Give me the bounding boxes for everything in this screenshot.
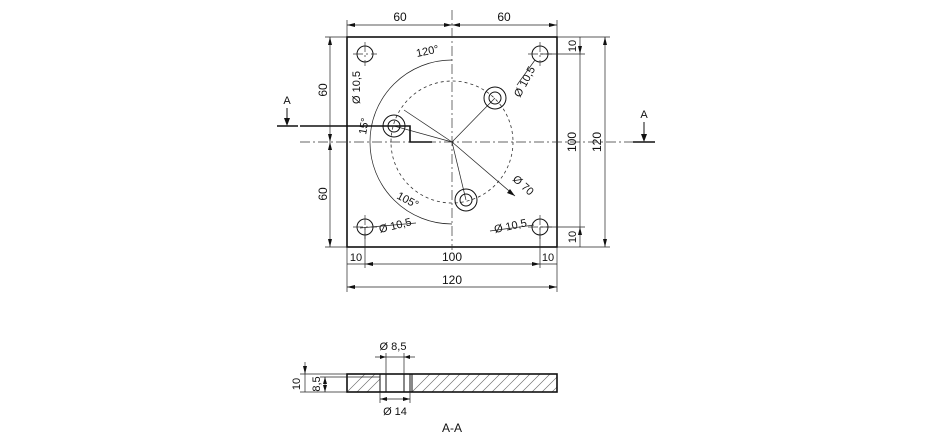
dim-top: 60 60 bbox=[346, 10, 558, 37]
pitch-circle bbox=[390, 80, 514, 204]
dim-right-top-label: 10 bbox=[567, 40, 579, 52]
dim-left-lower-label: 60 bbox=[316, 187, 330, 201]
section-marker-right: A bbox=[633, 109, 655, 143]
angle-120-label: 120° bbox=[415, 43, 440, 59]
dim-right-inner-label: 100 bbox=[565, 132, 579, 152]
svg-text:A: A bbox=[640, 109, 648, 121]
dim-left: 60 60 bbox=[316, 36, 347, 248]
top-view: 60 60 60 60 10 10 bbox=[277, 10, 655, 292]
dim-right-outer-label: 120 bbox=[590, 132, 604, 152]
hole-tr-label: Ø 10,5 bbox=[512, 65, 538, 100]
section-view: Ø 8,5 Ø 14 10 8,5 A-A bbox=[291, 341, 558, 435]
counterbore-profile bbox=[379, 374, 411, 393]
dim-right: 10 10 100 120 bbox=[540, 36, 610, 248]
svg-text:Ø 8,5: Ø 8,5 bbox=[380, 341, 407, 353]
dim-left-upper-label: 60 bbox=[316, 83, 330, 97]
dim-right-bottom-label: 10 bbox=[567, 231, 579, 243]
section-marker-left: A bbox=[277, 95, 298, 127]
svg-text:8,5: 8,5 bbox=[311, 376, 323, 391]
angle-leader bbox=[403, 109, 453, 143]
counterbore-hole-right bbox=[483, 86, 507, 110]
svg-text:10: 10 bbox=[291, 378, 303, 390]
angle-arc bbox=[369, 59, 453, 225]
svg-text:Ø 14: Ø 14 bbox=[383, 406, 407, 418]
section-step-line bbox=[300, 125, 432, 143]
dim-bottom-right-label: 10 bbox=[542, 252, 554, 264]
counterbore-hole-bottom bbox=[454, 188, 478, 212]
angle-105-label: 105° bbox=[395, 190, 421, 211]
dim-bottom: 10 100 10 120 bbox=[346, 227, 558, 292]
dim-bottom-left-label: 10 bbox=[350, 252, 362, 264]
dim-d-large: Ø 14 bbox=[379, 392, 411, 418]
dim-bottom-total-label: 120 bbox=[442, 273, 462, 287]
svg-text:A: A bbox=[283, 95, 291, 107]
angle-15-label: 15° bbox=[357, 117, 372, 135]
hole-tl-label: Ø 10,5 bbox=[351, 71, 363, 104]
radial-line-left bbox=[393, 125, 453, 143]
dim-depth: 8,5 bbox=[311, 376, 380, 392]
dim-bottom-mid-label: 100 bbox=[442, 250, 462, 264]
dim-thickness: 10 bbox=[291, 362, 347, 393]
radial-line-right bbox=[451, 97, 496, 143]
section-outline bbox=[346, 373, 558, 393]
section-title: A-A bbox=[442, 421, 462, 435]
dim-d-small: Ø 8,5 bbox=[375, 341, 415, 374]
corner-hole-top-left bbox=[353, 42, 377, 66]
dim-top-left-label: 60 bbox=[393, 10, 407, 24]
radial-line-bottom bbox=[451, 141, 467, 201]
counterbore-hole-left bbox=[382, 114, 406, 138]
dim-top-right-label: 60 bbox=[497, 10, 511, 24]
pcd-leader bbox=[451, 141, 516, 197]
